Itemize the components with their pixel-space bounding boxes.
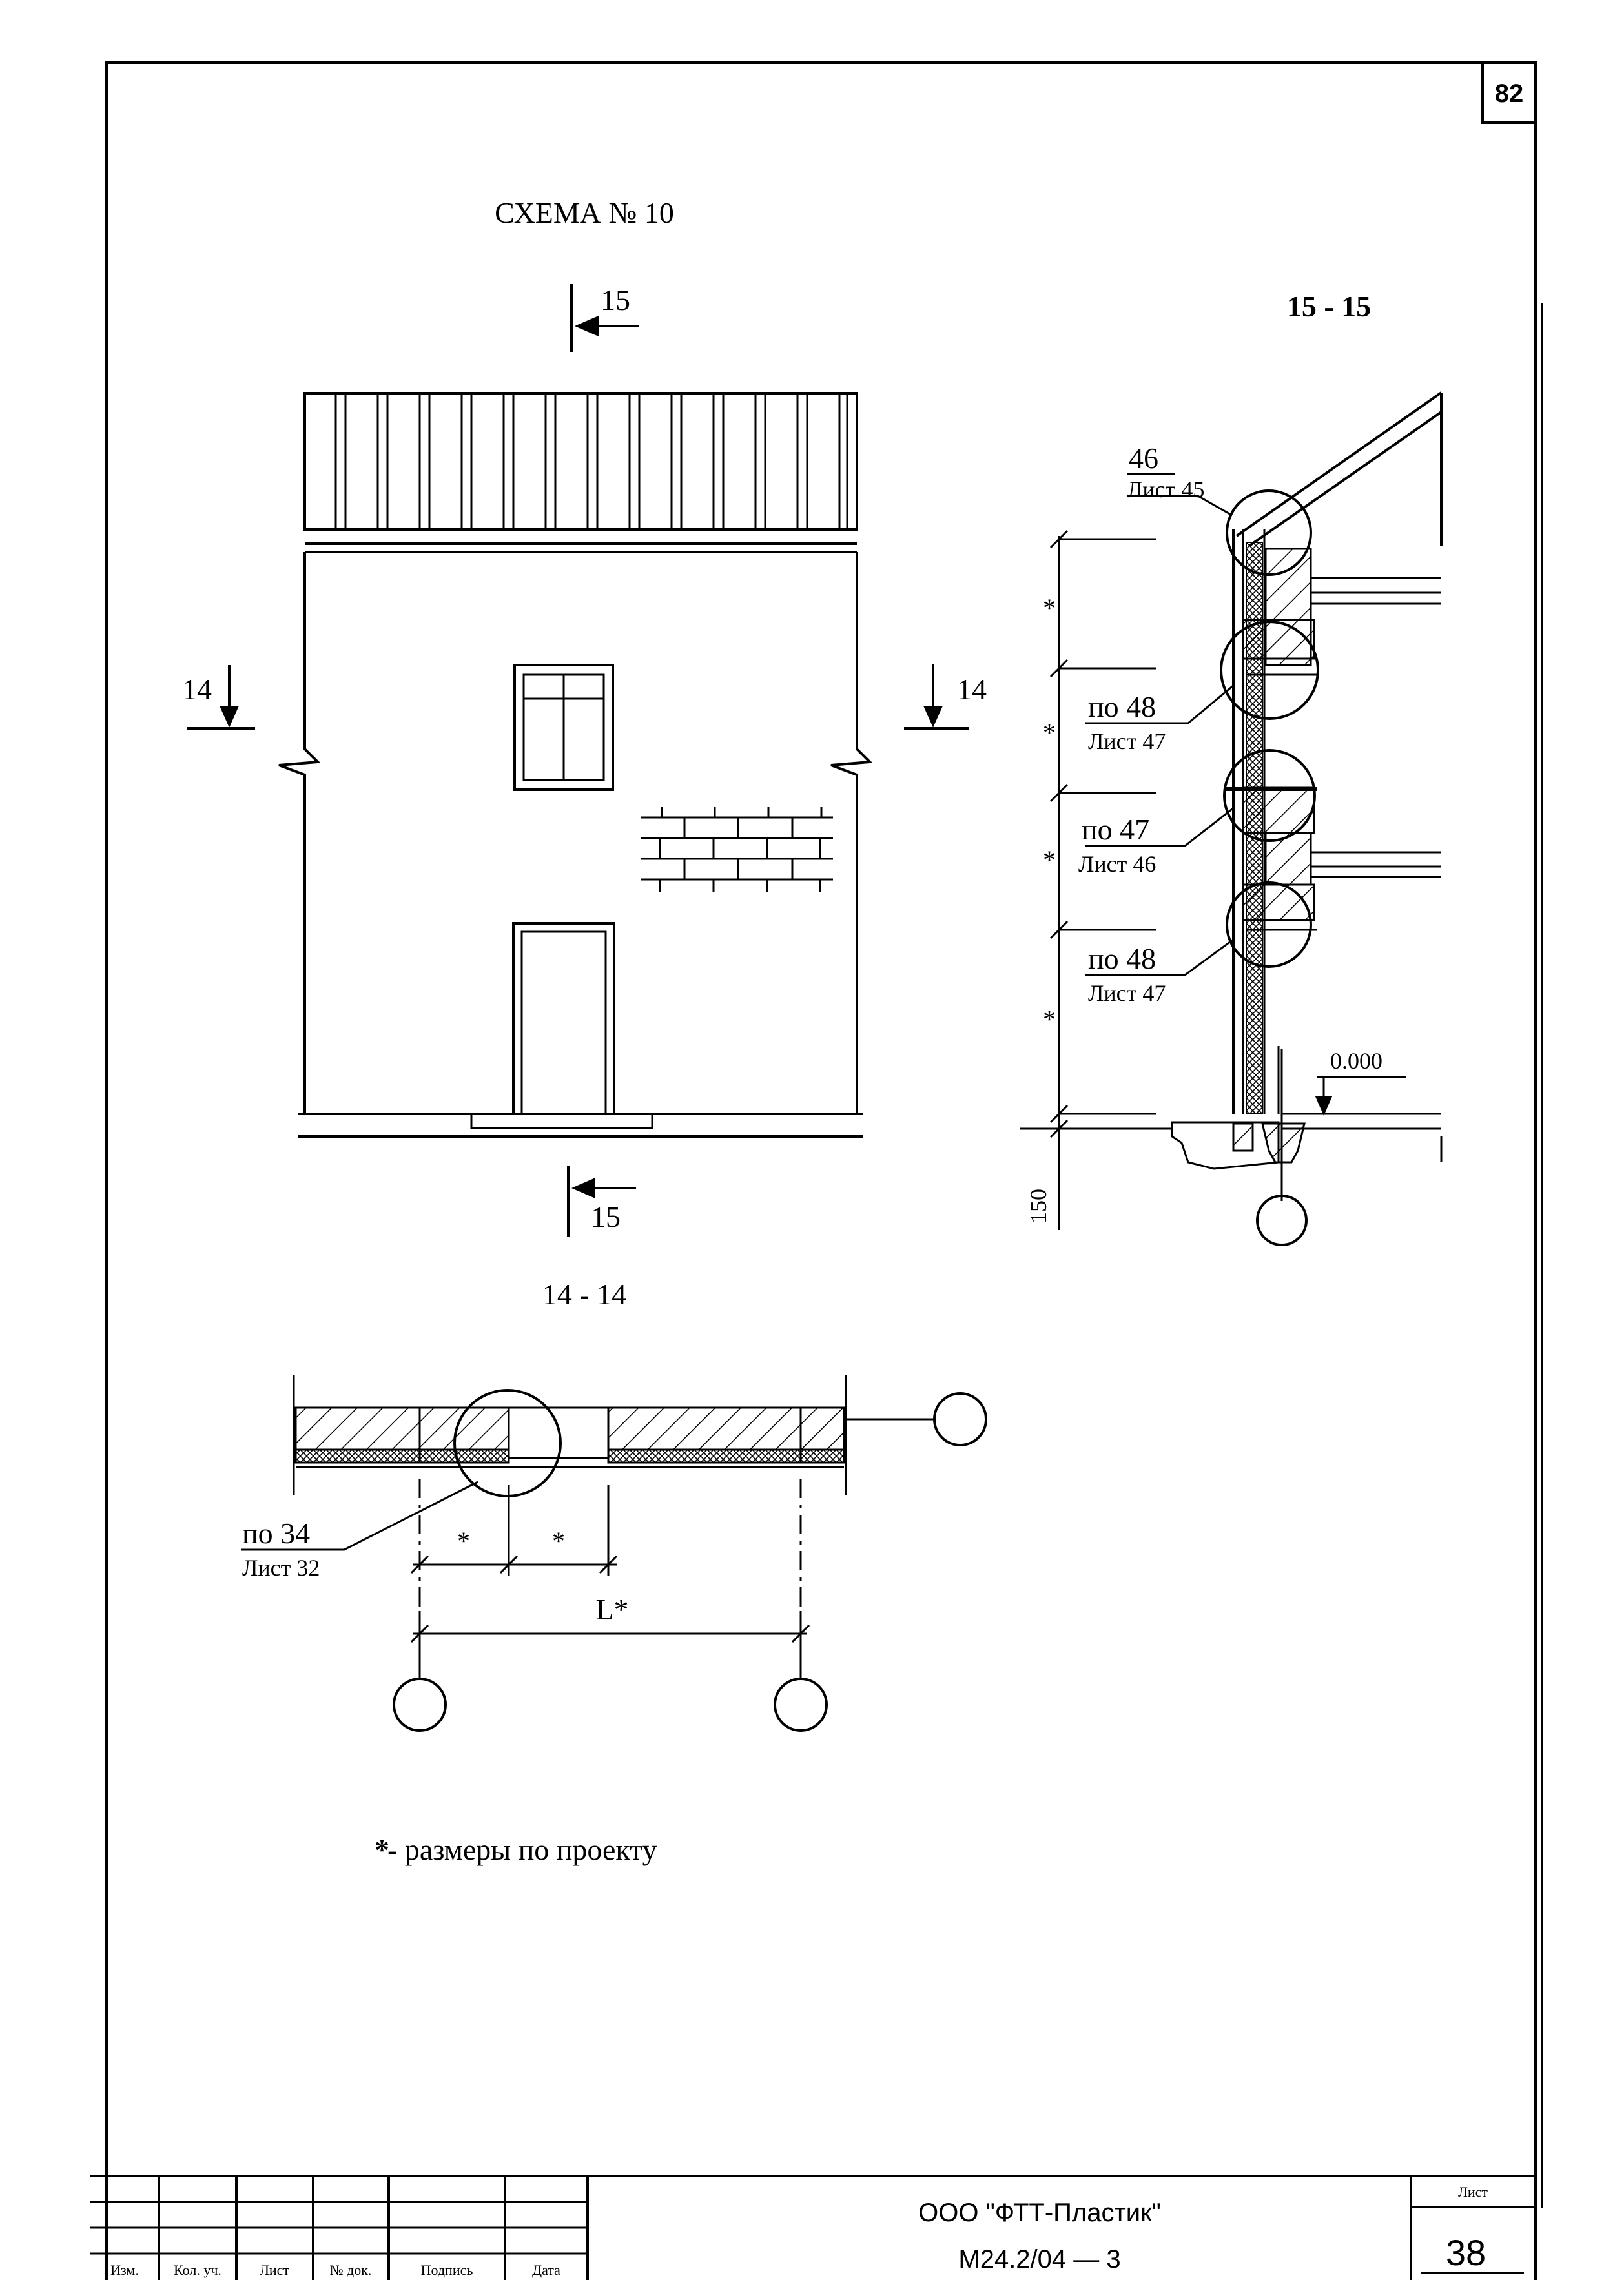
callout-48-upper: по 48 Лист 47 (1088, 690, 1166, 754)
document-code: М24.2/04 — 3 (958, 2245, 1120, 2274)
svg-text:Лист 47: Лист 47 (1088, 980, 1166, 1006)
svg-text:Лист 46: Лист 46 (1078, 851, 1156, 877)
svg-text:Дата: Дата (532, 2262, 560, 2278)
svg-text:по 48: по 48 (1088, 942, 1156, 975)
callout-47: по 47 Лист 46 (1078, 813, 1156, 877)
grid-axis-bubble (1257, 1196, 1306, 1245)
svg-text:по 34: по 34 (242, 1517, 310, 1550)
company-name: ООО "ФТТ-Пластик" (918, 2199, 1161, 2227)
level-mark: 0.000 (1330, 1048, 1382, 1074)
left-wall (279, 552, 318, 1114)
svg-text:Подпись: Подпись (421, 2262, 473, 2278)
dim-star: * (1043, 845, 1056, 874)
svg-text:46: 46 (1129, 442, 1158, 475)
callout-48-lower: по 48 Лист 47 (1088, 942, 1166, 1006)
svg-text:Лист 45: Лист 45 (1127, 477, 1204, 502)
svg-text:Изм.: Изм. (110, 2262, 139, 2278)
title-block (90, 2176, 1536, 2280)
cut-label-top: 15 (601, 283, 630, 316)
window (515, 665, 613, 790)
cut-marker-14-left (187, 665, 255, 728)
dim-star: * (1043, 1005, 1056, 1034)
svg-text:Кол. уч.: Кол. уч. (174, 2262, 221, 2278)
section-15-title: 15 - 15 (1287, 290, 1371, 323)
cut-label-left: 14 (182, 673, 212, 706)
cut-label-bottom: 15 (591, 1200, 621, 1233)
sheet-number: 38 (1446, 2232, 1486, 2273)
footing-dim: 150 (1025, 1189, 1051, 1224)
title-block-headers: Изм. Кол. уч. Лист № док. Подпись Дата (110, 2262, 560, 2278)
door (513, 923, 614, 1114)
section-15-drawing (1020, 303, 1542, 2208)
cut-marker-15-bottom (568, 1166, 636, 1237)
brick-pattern (641, 807, 833, 892)
callout-46: 46 Лист 45 (1127, 442, 1204, 502)
roof-band (305, 393, 857, 529)
right-wall (831, 552, 870, 1114)
span-label: L* (595, 1593, 628, 1626)
roof-ribs (336, 393, 847, 529)
sheet-frame (107, 63, 1536, 2280)
front-elevation (279, 393, 870, 1136)
cut-marker-15-top (571, 284, 639, 352)
svg-text:по 47: по 47 (1082, 813, 1149, 846)
sheet-top-number: 82 (1495, 79, 1524, 108)
footnote: * - размеры по проекту (375, 1833, 657, 1866)
svg-text:Лист 32: Лист 32 (242, 1555, 320, 1581)
svg-text:- размеры по проекту: - размеры по проекту (387, 1833, 657, 1866)
section-14-drawing (241, 1375, 986, 1731)
dim-star: * (1043, 593, 1056, 622)
svg-text:по 48: по 48 (1088, 690, 1156, 723)
cut-label-right: 14 (957, 673, 987, 706)
door-step (471, 1114, 652, 1128)
svg-text:Лист: Лист (260, 2262, 289, 2278)
dim-star-1: * (457, 1526, 470, 1556)
callout-34: по 34 Лист 32 (242, 1517, 320, 1581)
svg-text:*: * (375, 1833, 389, 1866)
section-14-title: 14 - 14 (542, 1278, 626, 1311)
svg-text:Лист 47: Лист 47 (1088, 728, 1166, 754)
scheme-title: СХЕМА № 10 (495, 196, 674, 229)
svg-text:№ док.: № док. (330, 2262, 372, 2278)
sheet-label: Лист (1458, 2184, 1488, 2200)
dim-star: * (1043, 718, 1056, 747)
cut-marker-14-right (904, 664, 969, 728)
dim-star-2: * (552, 1526, 565, 1556)
